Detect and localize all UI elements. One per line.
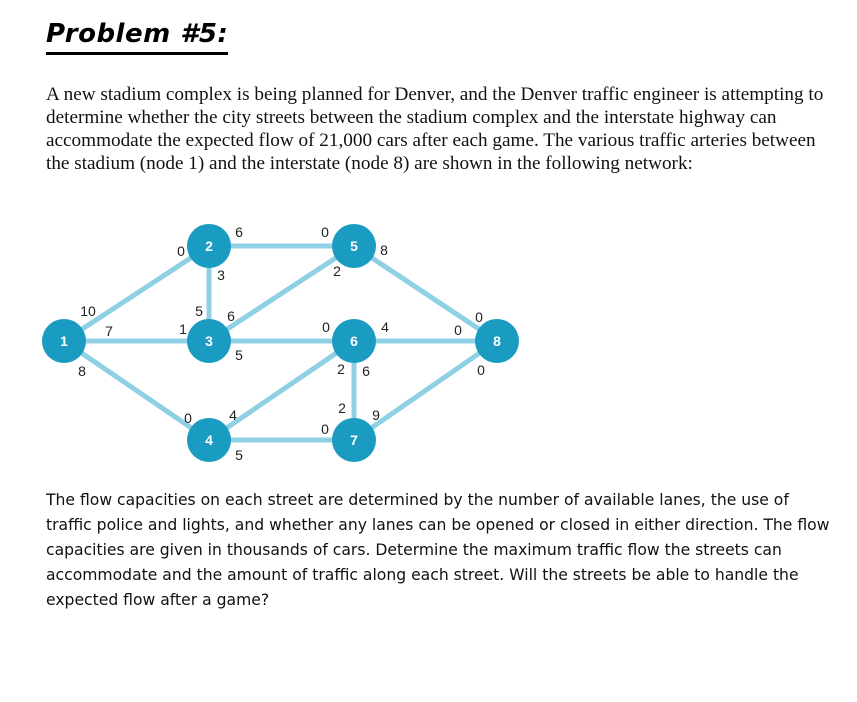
cap-1-2-at-1: 10 <box>80 303 96 319</box>
cap-4-6-at-4: 4 <box>229 407 237 423</box>
cap-2-3-at-3: 5 <box>195 303 203 319</box>
edge-7-8 <box>351 338 500 443</box>
intro-paragraph: A new stadium complex is being planned f… <box>46 84 824 174</box>
network-nodes: 1 2 3 4 5 6 7 8 <box>42 224 519 462</box>
edge-1-4 <box>61 338 212 443</box>
cap-1-3-at-1: 7 <box>105 323 113 339</box>
problem-title: Problem #5: <box>46 18 229 55</box>
cap-6-7-at-7: 2 <box>338 400 346 416</box>
cap-6-7-at-6: 6 <box>362 363 370 379</box>
node-6: 6 <box>332 319 376 363</box>
cap-3-6-at-6: 0 <box>322 319 330 335</box>
cap-2-5-at-5: 0 <box>321 224 329 240</box>
cap-6-8-at-8: 0 <box>454 322 462 338</box>
node-2-label: 2 <box>205 238 213 254</box>
capacity-labels: 10 0 7 1 8 0 3 5 6 0 6 2 5 0 4 2 5 0 8 0… <box>78 224 485 463</box>
cap-2-5-at-2: 6 <box>235 224 243 240</box>
cap-7-8-at-7: 9 <box>372 407 380 423</box>
node-3-label: 3 <box>205 333 213 349</box>
cap-2-3-at-2: 3 <box>217 267 225 283</box>
cap-1-3-at-3: 1 <box>179 321 187 337</box>
question-paragraph: The flow capacities on each street are d… <box>46 491 830 609</box>
node-1-label: 1 <box>60 333 68 349</box>
network-edges <box>61 243 500 443</box>
node-8-label: 8 <box>493 333 501 349</box>
cap-4-7-at-7: 0 <box>321 421 329 437</box>
node-5: 5 <box>332 224 376 268</box>
cap-4-6-at-6: 2 <box>337 361 345 377</box>
cap-6-8-at-6: 4 <box>381 319 389 335</box>
node-6-label: 6 <box>350 333 358 349</box>
node-5-label: 5 <box>350 238 358 254</box>
cap-3-6-at-3: 5 <box>235 347 243 363</box>
node-7-label: 7 <box>350 432 358 448</box>
node-3: 3 <box>187 319 231 363</box>
cap-4-7-at-4: 5 <box>235 447 243 463</box>
cap-1-2-at-2: 0 <box>177 243 185 259</box>
cap-5-8-at-5: 8 <box>380 242 388 258</box>
edge-5-8 <box>351 243 500 344</box>
edge-1-2 <box>61 243 212 344</box>
node-4: 4 <box>187 418 231 462</box>
node-2: 2 <box>187 224 231 268</box>
node-8: 8 <box>475 319 519 363</box>
cap-3-5-at-5: 2 <box>333 263 341 279</box>
cap-1-4-at-1: 8 <box>78 363 86 379</box>
node-4-label: 4 <box>205 432 213 448</box>
cap-7-8-at-8: 0 <box>477 362 485 378</box>
edge-3-5 <box>206 243 357 344</box>
node-7: 7 <box>332 418 376 462</box>
cap-1-4-at-4: 0 <box>184 410 192 426</box>
cap-5-8-at-8: 0 <box>475 309 483 325</box>
edge-4-6 <box>206 338 357 443</box>
cap-3-5-at-3: 6 <box>227 308 235 324</box>
node-1: 1 <box>42 319 86 363</box>
